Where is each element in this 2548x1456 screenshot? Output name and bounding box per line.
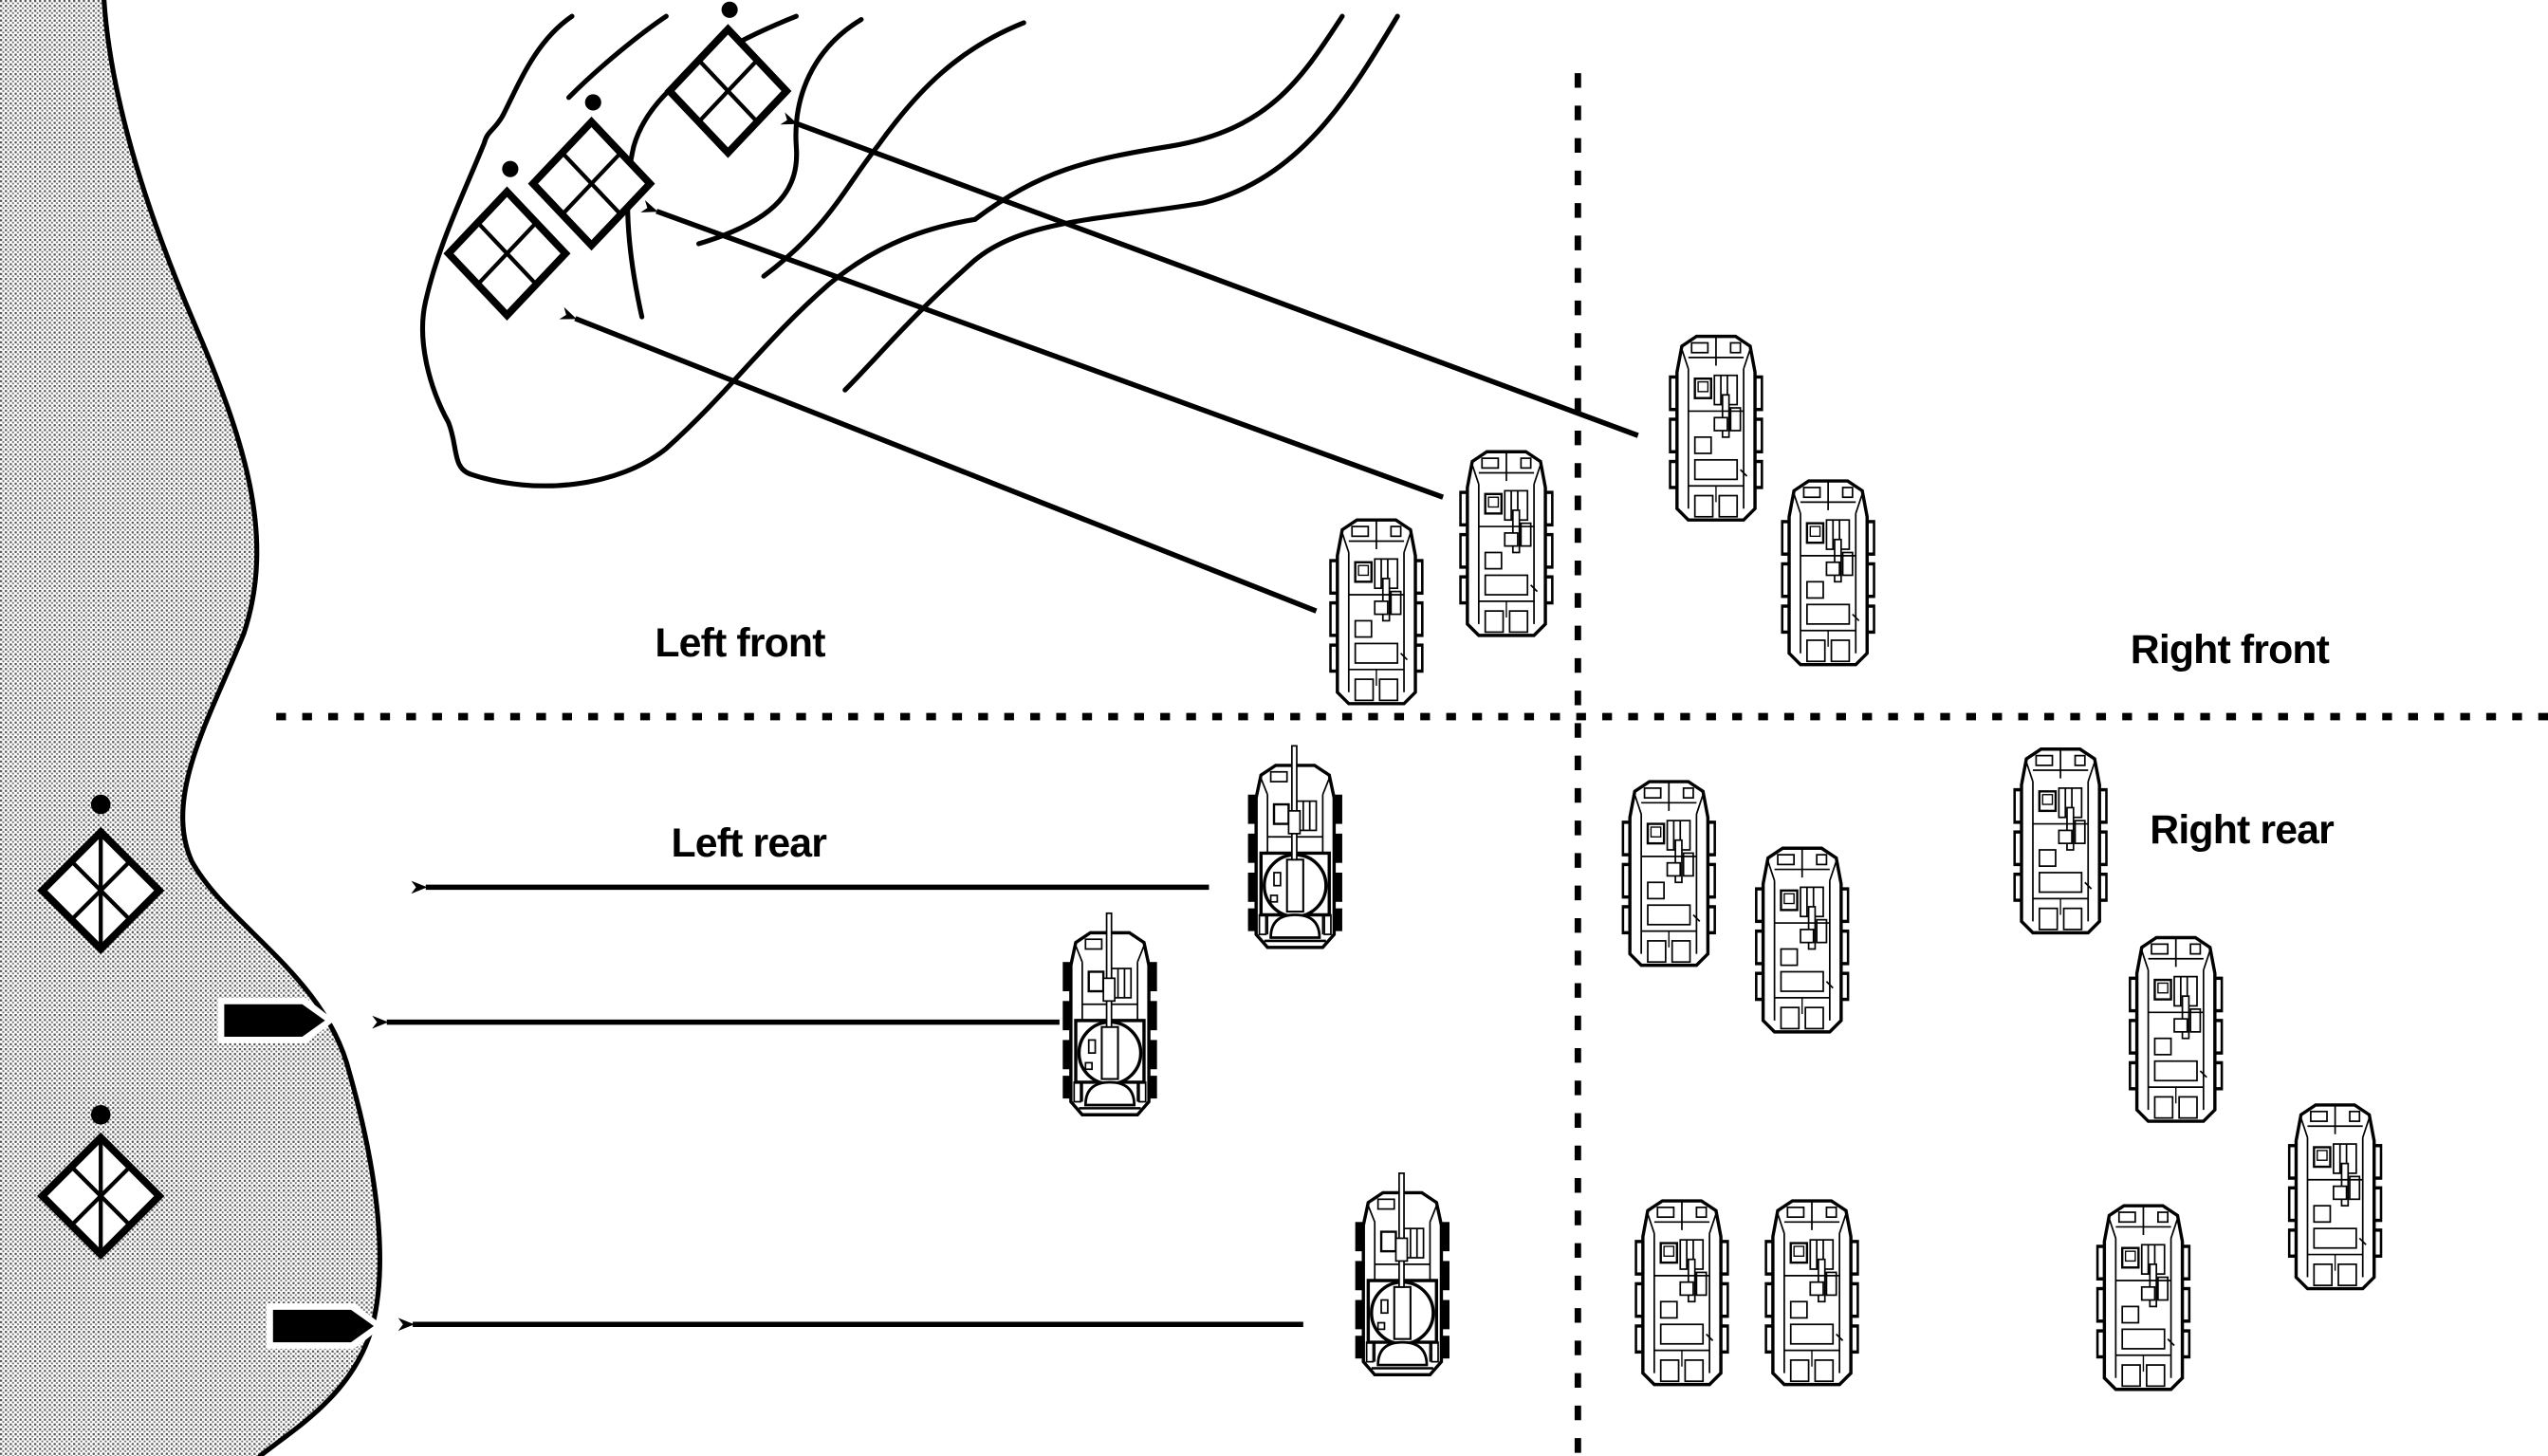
apc-vehicle: [2127, 935, 2225, 1123]
apc-vehicle: [1763, 1199, 1861, 1387]
label-right-front: Right front: [2131, 627, 2330, 673]
fire-arrows-rear: [372, 880, 1303, 1332]
fire-arrow: [559, 306, 1318, 614]
apc-vehicle: [2011, 747, 2110, 935]
apc-vehicle: [2095, 1204, 2192, 1391]
label-right-rear: Right rear: [2150, 807, 2335, 853]
apc-vehicle: [1457, 450, 1556, 637]
apc-vehicle: [1753, 846, 1852, 1034]
diamond-grid-icon: [670, 29, 786, 153]
turreted-vehicle: [1246, 744, 1344, 949]
hill-targets: [449, 1, 786, 316]
target-dot: [721, 1, 738, 18]
diamond-grid-icon: [533, 121, 650, 245]
fire-arrows-front: [559, 112, 1639, 614]
target-dot: [502, 160, 519, 177]
fire-arrow: [780, 112, 1639, 438]
turreted-vehicle: [1353, 1171, 1451, 1377]
turreted-vehicles: [1061, 744, 1451, 1377]
apc-vehicle: [1779, 479, 1877, 667]
water-area: [0, 0, 380, 1456]
fire-arrow: [640, 200, 1445, 500]
target-dot: [90, 794, 111, 815]
apc-vehicle: [1633, 1199, 1731, 1387]
turreted-vehicle: [1061, 912, 1159, 1116]
apc-vehicles: [1327, 334, 2384, 1391]
shoreline: [102, 0, 382, 1456]
target-dot: [90, 1104, 111, 1125]
hill-contours: [420, 13, 1400, 488]
target-dot: [584, 94, 601, 111]
apc-vehicle: [1667, 334, 1765, 522]
apc-vehicle: [2286, 1103, 2384, 1291]
diamond-grid-icon: [449, 192, 565, 315]
apc-vehicle: [1327, 518, 1426, 706]
apc-vehicle: [1619, 780, 1718, 968]
shore-targets: [43, 794, 159, 1255]
label-left-front: Left front: [655, 620, 825, 666]
label-left-rear: Left rear: [671, 820, 827, 866]
